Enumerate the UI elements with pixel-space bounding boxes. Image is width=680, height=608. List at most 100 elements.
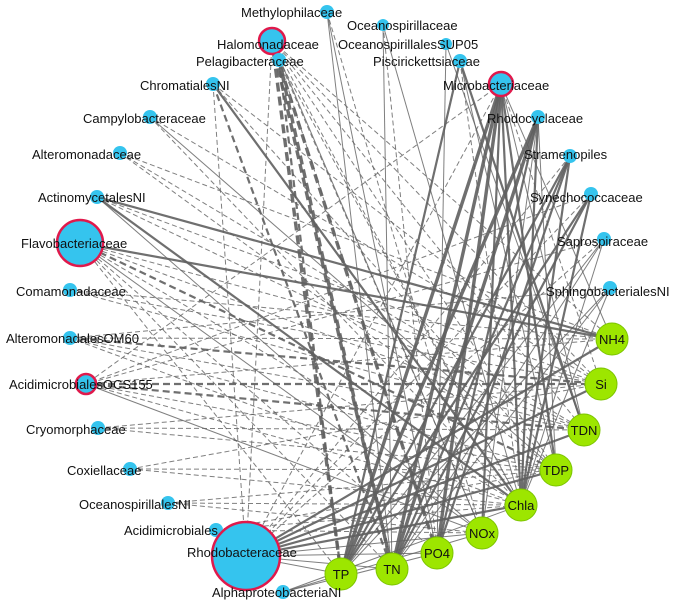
edge-methylophilaceae-po4: [326, 11, 438, 554]
edge-microbacteriaceae-nh4: [500, 83, 613, 340]
env-label-nox: NOx: [469, 526, 496, 541]
env-node-chla[interactable]: [504, 488, 538, 522]
edge-oceanospirillaceae-chla: [382, 24, 522, 506]
edge-flavobacteriaceae-tp: [79, 242, 342, 575]
node-rhodobacteraceae[interactable]: [210, 520, 282, 592]
edge-alphaproteobacteriani-po4: [282, 552, 438, 593]
node-sphingobacterialesni[interactable]: [603, 281, 617, 295]
edge-halomonadaceae-rhodobacteraceae: [245, 40, 273, 557]
edge-saprospiraceae-acidimicrobialesocs155: [85, 238, 605, 385]
env-node-si[interactable]: [584, 367, 618, 401]
edge-layer: [69, 11, 613, 593]
node-saprospiraceae[interactable]: [597, 232, 611, 246]
node-label-stramenopiles: Stramenopiles: [524, 147, 608, 162]
node-label-oceanospirillaceae: Oceanospirillaceae: [347, 18, 458, 33]
node-cryomorphaceae[interactable]: [91, 421, 105, 435]
edge-microbacteriaceae-po4: [435, 83, 503, 554]
edge-rhodobacteraceae-nh4: [245, 338, 613, 557]
node-actinomycetalesni[interactable]: [90, 190, 104, 204]
edge-acidimicrobialesocs155-chla: [85, 383, 522, 506]
edge-rhodobacteraceae-tdp: [245, 468, 557, 558]
node-microbacteriaceae[interactable]: [487, 70, 515, 98]
node-oceanospirillalessup05[interactable]: [440, 38, 452, 50]
edge-coxiellaceae-chla: [129, 468, 522, 506]
node-synechococcaceae[interactable]: [584, 187, 598, 201]
env-node-nh4[interactable]: [595, 322, 629, 356]
edge-acidimicrobialesocs155-tdn: [85, 382, 585, 432]
edge-flavobacteriaceae-nox: [79, 242, 483, 534]
edge-flavobacteriaceae-si: [79, 242, 602, 385]
node-oceanospirillalesni[interactable]: [161, 496, 175, 510]
node-label-oceanospirillalessup05: OceanospirillalesSUP05: [338, 37, 478, 52]
node-pelagibacteraceae[interactable]: [272, 53, 286, 67]
node-piscirickettsiaceae[interactable]: [453, 54, 467, 68]
node-label-synechococcaceae: Synechococcaceae: [530, 190, 643, 205]
env-node-tn[interactable]: [375, 552, 409, 586]
edge-saprospiraceae-chla: [520, 238, 605, 506]
env-node-tdn[interactable]: [567, 413, 601, 447]
node-label-campylobacteraceae: Campylobacteraceae: [83, 111, 206, 126]
edge-oceanospirillaceae-po4: [382, 24, 438, 554]
edge-microbacteriaceae-rhodobacteraceae: [245, 83, 502, 557]
edge-alteromonadalesom60-tdp: [69, 337, 557, 471]
edge-synechococcaceae-acidimicrobialesocs155: [85, 193, 592, 385]
node-comamonadaceae[interactable]: [63, 283, 77, 297]
edge-piscirickettsiaceae-chla: [459, 60, 522, 506]
node-label-acidimicrobialesocs155: AcidimicrobialesOCS155: [9, 377, 153, 392]
node-methylophilaceae[interactable]: [320, 5, 334, 19]
node-stramenopiles[interactable]: [563, 149, 577, 163]
node-label-acidimicrobiales: Acidimicrobiales: [124, 523, 218, 538]
node-flavobacteriaceae[interactable]: [55, 218, 105, 268]
edge-comamonadaceae-si: [69, 289, 602, 385]
edge-pelagibacteraceae-chla: [278, 59, 522, 506]
edge-comamonadaceae-nh4: [69, 289, 613, 340]
node-alteromonadaceae[interactable]: [113, 146, 127, 160]
edge-cryomorphaceae-tdn: [97, 427, 585, 431]
edge-sphingobacterialesni-alteromonadalesom60: [69, 287, 611, 339]
edge-actinomycetalesni-nox: [96, 196, 483, 534]
env-label-tdn: TDN: [571, 423, 598, 438]
env-label-si: Si: [595, 377, 607, 392]
env-label-tn: TN: [383, 562, 400, 577]
edge-rhodobacteraceae-si: [245, 383, 602, 557]
node-coxiellaceae[interactable]: [123, 462, 137, 476]
node-chromatialesni[interactable]: [206, 77, 220, 91]
env-node-tp[interactable]: [324, 557, 358, 591]
edge-chromatialesni-rhodobacteraceae: [212, 83, 247, 557]
edge-oceanospirillalesni-chla: [167, 502, 522, 506]
env-node-po4[interactable]: [420, 536, 454, 570]
edge-oceanospirillaceae-tn: [382, 24, 393, 570]
edge-alteromonadalesom60-nh4: [69, 337, 613, 340]
env-node-nox[interactable]: [465, 516, 499, 550]
edge-acidimicrobiales-tdp: [215, 469, 557, 531]
node-alphaproteobacteriani[interactable]: [276, 585, 290, 599]
edge-pelagibacteraceae-po4: [278, 59, 438, 554]
env-label-po4: PO4: [424, 546, 450, 561]
node-rhodocyclaceae[interactable]: [531, 110, 545, 124]
node-halomonadaceae[interactable]: [257, 26, 287, 56]
node-label-microbacteriaceae: Microbacteriaceae: [443, 78, 549, 93]
edge-rhodobacteraceae-tdn: [245, 428, 585, 558]
node-label-coxiellaceae: Coxiellaceae: [67, 463, 141, 478]
env-label-tp: TP: [333, 567, 350, 582]
node-label-flavobacteriaceae: Flavobacteriaceae: [21, 236, 127, 251]
node-label-alphaproteobacteriani: AlphaproteobacteriaNI: [212, 585, 341, 600]
env-node-tdp[interactable]: [539, 453, 573, 487]
node-campylobacteraceae[interactable]: [143, 110, 157, 124]
node-label-piscirickettsiaceae: Piscirickettsiaceae: [373, 54, 480, 69]
label-layer: MethylophilaceaeOceanospirillaceaeHalomo…: [6, 5, 670, 600]
node-alteromonadalesom60[interactable]: [63, 331, 77, 345]
node-label-alteromonadalesom60: AlteromonadalesOM60: [6, 331, 139, 346]
node-label-pelagibacteraceae: Pelagibacteraceae: [196, 54, 304, 69]
edge-stramenopiles-po4: [435, 155, 572, 554]
edge-microbacteriaceae-si: [500, 83, 602, 385]
node-label-halomonadaceae: Halomonadaceae: [217, 37, 319, 52]
node-label-methylophilaceae: Methylophilaceae: [241, 5, 342, 20]
env-label-tdp: TDP: [543, 463, 569, 478]
edge-flavobacteriaceae-nh4: [79, 241, 613, 341]
node-oceanospirillaceae[interactable]: [377, 19, 389, 31]
node-acidimicrobialesocs155[interactable]: [74, 372, 98, 396]
edge-sphingobacterialesni-chla: [520, 287, 611, 506]
edge-halomonadaceae-tp: [270, 40, 343, 575]
